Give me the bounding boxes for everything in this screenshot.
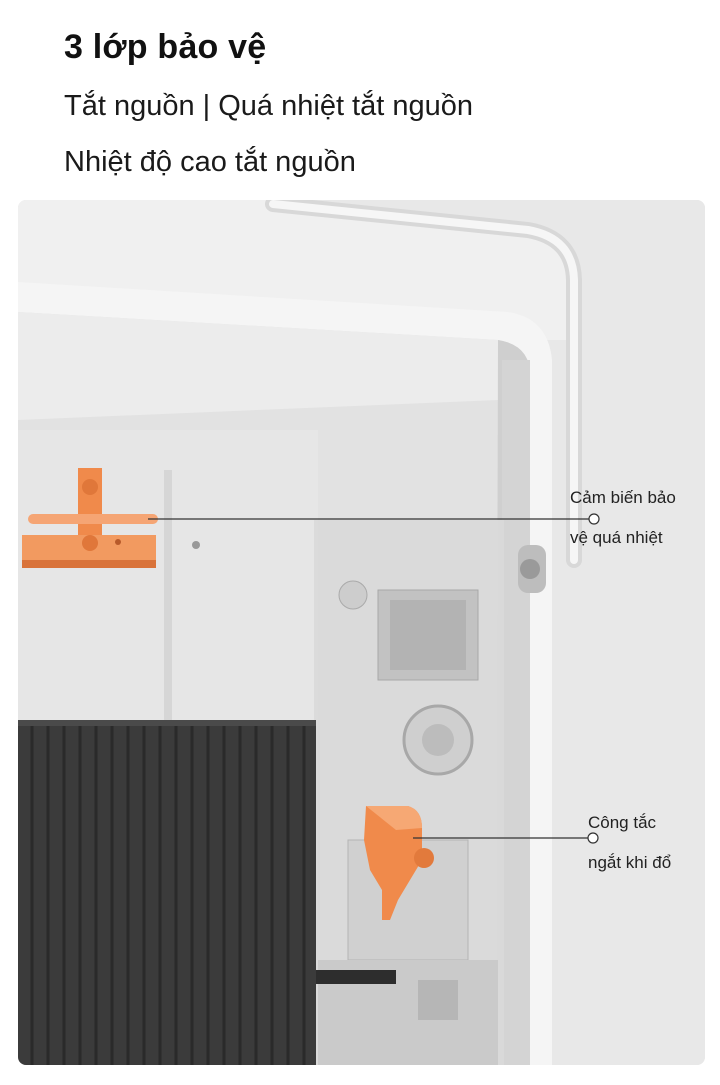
callout-overheat-sensor: Cảm biến bảo vệ quá nhiệt	[570, 478, 720, 558]
callout-tilt-switch: Công tắc ngắt khi đổ	[588, 803, 720, 883]
callout-sensor-line-1: Cảm biến bảo	[570, 488, 676, 507]
thermal-sensor-bracket	[22, 468, 158, 568]
callout-sensor-line-2: vệ quá nhiệt	[570, 528, 663, 547]
callout-tilt-line-2: ngắt khi đổ	[588, 853, 672, 872]
product-interior-photo	[18, 200, 705, 1065]
subtitle-line-1: Tắt nguồn | Quá nhiệt tắt nguồn	[64, 90, 474, 122]
callout-tilt-line-1: Công tắc	[588, 813, 657, 832]
subtitle-line-2: Nhiệt độ cao tắt nguồn	[64, 146, 356, 178]
page-title: 3 lớp bảo vệ	[64, 28, 267, 66]
tilt-switch	[364, 806, 434, 920]
